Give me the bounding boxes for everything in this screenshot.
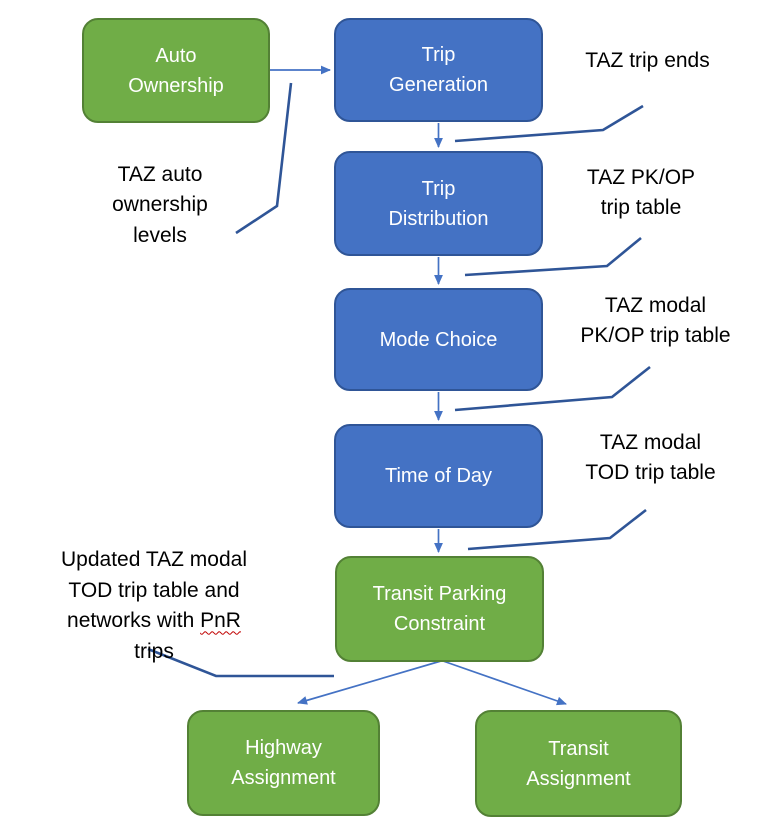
box-transit-parking-constraint: Transit Parking Constraint xyxy=(335,556,544,662)
box-auto-ownership-label: Auto Ownership xyxy=(128,44,224,97)
box-mode-choice-label: Mode Choice xyxy=(379,328,498,351)
annotation-taz-trip-ends: TAZ trip ends xyxy=(585,49,710,72)
box-time-of-day-label: Time of Day xyxy=(384,465,493,487)
annotation-taz-modal-tod-trip-table: TAZ modal TOD trip table xyxy=(585,431,716,485)
annotation-taz-modal-pk-op-trip-table: TAZ modal PK/OP trip table xyxy=(580,294,731,348)
annotation-taz-auto-ownership-levels: TAZ auto ownership levels xyxy=(112,163,208,247)
box-transit-assignment-label: Transit Assignment xyxy=(526,737,631,790)
annotation-updated-prefix: Updated TAZ modal TOD trip table and net… xyxy=(61,548,247,633)
annotation-taz-pk-op-trip-table: TAZ PK/OP trip table xyxy=(586,166,696,220)
box-highway-assignment: Highway Assignment xyxy=(187,710,380,816)
annotation-updated-suffix: trips xyxy=(134,639,174,663)
box-highway-assignment-label: Highway Assignment xyxy=(231,737,336,789)
box-mode-choice: Mode Choice xyxy=(334,288,543,391)
box-trip-generation: Trip Generation xyxy=(334,18,543,122)
box-trip-distribution-label: Trip Distribution xyxy=(388,177,489,230)
annotation-pnr-misspelled-word: PnR xyxy=(200,609,241,633)
connector-transit-parking-constraint-to-highway-assignment xyxy=(297,660,442,705)
annotation-updated-taz-modal-tod: Updated TAZ modal TOD trip table and net… xyxy=(28,515,280,667)
box-trip-distribution: Trip Distribution xyxy=(334,151,543,256)
box-time-of-day: Time of Day xyxy=(334,424,543,528)
box-transit-parking-constraint-label: Transit Parking Constraint xyxy=(372,583,507,635)
connector-transit-parking-constraint-to-transit-assignment xyxy=(442,660,567,706)
box-auto-ownership: Auto Ownership xyxy=(82,18,270,123)
box-transit-assignment: Transit Assignment xyxy=(475,710,682,817)
box-trip-generation-label: Trip Generation xyxy=(389,44,488,96)
